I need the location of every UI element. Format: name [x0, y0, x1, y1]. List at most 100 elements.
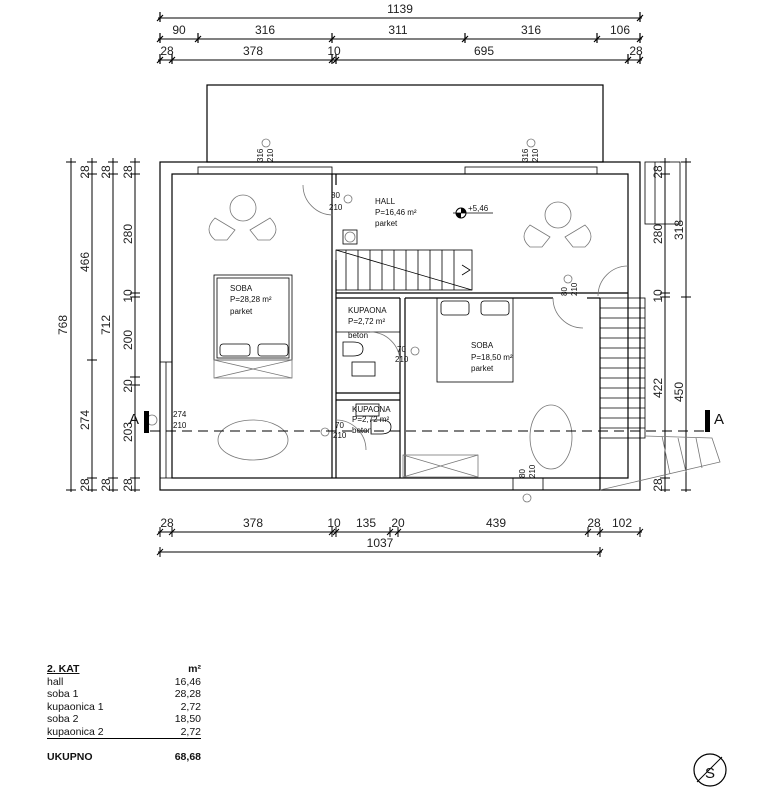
opening-width: 80 [560, 287, 569, 296]
room-floor-kupaona2: beton [352, 426, 372, 435]
opening-width: 80 [518, 469, 527, 478]
room-name-soba2: SOBA [471, 341, 494, 350]
row-value: 2,72 [180, 725, 201, 738]
table-title: 2. KAT [47, 663, 80, 675]
dim-left: 274 [78, 410, 92, 430]
row-value: 2,72 [180, 700, 201, 713]
opening-height: 210 [329, 203, 343, 212]
furniture [146, 138, 629, 503]
bottom-dimensions [156, 527, 644, 557]
dim-left: 466 [78, 252, 92, 272]
room-area-hall: P=16,46 m² [375, 208, 417, 217]
row-value: 18,50 [174, 713, 201, 725]
orientation-letter: S [705, 765, 715, 782]
dim-right: 28 [651, 165, 665, 179]
room-name-soba1: SOBA [230, 284, 253, 293]
left-dimensions [66, 158, 140, 492]
room-area-kupaona1: P=2,72 m² [348, 317, 385, 326]
opening-width: 316 [256, 148, 265, 162]
room-name-kupaona2: KUPAONA [352, 405, 391, 414]
dim-left: 10 [121, 289, 135, 303]
opening-width: 274 [173, 410, 187, 419]
dim-top: 695 [474, 44, 494, 58]
dim-top-total: 1139 [387, 2, 413, 16]
row-name: kupaonica 2 [47, 725, 104, 738]
dim-left: 200 [121, 330, 135, 350]
opening-height: 210 [570, 282, 579, 296]
row-value: 28,28 [174, 688, 201, 700]
dim-top: 90 [172, 23, 186, 37]
table-row: soba 1 28,28 [47, 688, 201, 701]
dim-bottom: 135 [356, 516, 376, 530]
dim-bottom: 28 [587, 516, 601, 530]
opening-height: 210 [266, 148, 275, 162]
room-name-kupaona1: KUPAONA [348, 306, 387, 315]
dim-right: 10 [651, 289, 665, 303]
dim-left: 280 [121, 224, 135, 244]
dim-right: 450 [672, 382, 686, 402]
total-value: 68,68 [174, 751, 201, 763]
dim-top: 316 [255, 23, 275, 37]
table-row: hall 16,46 [47, 676, 201, 689]
dim-top: 311 [388, 23, 407, 37]
row-value: 16,46 [174, 675, 201, 688]
section-marker-left [144, 411, 149, 433]
opening-height: 210 [333, 431, 347, 440]
dim-bottom: 439 [486, 516, 506, 530]
dim-bottom: 20 [391, 516, 405, 530]
dim-left: 20 [121, 379, 135, 393]
orientation-marker: S [693, 753, 727, 787]
row-name: soba 2 [47, 713, 79, 725]
room-floor-soba1: parket [230, 307, 253, 316]
opening-width: 80 [331, 191, 340, 200]
left-dim-labels: 768 28 466 274 28 28 712 28 28 280 10 20… [56, 165, 135, 492]
room-area-kupaona2: P=2,72 m² [352, 415, 389, 424]
area-table: 2. KAT m² hall 16,46 soba 1 28,28 kupaonic… [47, 663, 201, 764]
level-value: +5,46 [468, 204, 489, 213]
opening-height: 210 [395, 355, 409, 364]
room-name-hall: HALL [375, 197, 396, 206]
table-total-row: UKUPNO 68,68 [47, 751, 201, 764]
dim-bottom: 28 [160, 516, 174, 530]
dim-left: 28 [121, 165, 135, 179]
opening-height: 210 [531, 148, 540, 162]
dim-bottom: 102 [612, 516, 632, 530]
opening-height: 210 [528, 464, 537, 478]
opening-width: 316 [521, 148, 530, 162]
walls [159, 161, 641, 491]
opening-labels: 316 210 316 210 80 210 80 210 70 210 70 … [173, 148, 579, 478]
room-labels: HALL P=16,46 m² parket SOBA P=28,28 m² p… [230, 197, 513, 435]
room-area-soba2: P=18,50 m² [471, 353, 513, 362]
dim-top: 28 [629, 44, 643, 58]
table-row: kupaonica 2 2,72 [47, 725, 201, 739]
dim-left: 28 [99, 478, 113, 492]
level-mark: +5,46 [453, 204, 493, 219]
row-name: soba 1 [47, 688, 79, 700]
stair-right [599, 297, 721, 491]
dim-bottom: 10 [327, 516, 341, 530]
opening-height: 210 [173, 421, 187, 430]
dim-bottom: 378 [243, 516, 263, 530]
dim-left: 28 [78, 165, 92, 179]
table-unit: m² [188, 663, 201, 675]
opening-width: 70 [335, 421, 344, 430]
room-floor-kupaona1: beton [348, 331, 368, 340]
right-dimensions [644, 158, 691, 492]
section-label-right: A [714, 411, 724, 428]
dim-left: 712 [99, 315, 113, 335]
stair-hall [335, 249, 473, 291]
right-dim-labels: 28 280 10 422 28 318 450 [651, 165, 686, 492]
room-area-soba1: P=28,28 m² [230, 295, 272, 304]
total-label: UKUPNO [47, 751, 93, 763]
dim-left: 203 [121, 422, 135, 442]
row-name: hall [47, 675, 64, 688]
dim-bottom-total: 1037 [367, 536, 394, 550]
dim-left: 28 [78, 478, 92, 492]
dim-right: 280 [651, 224, 665, 244]
dim-right: 318 [672, 220, 686, 240]
dim-top: 378 [243, 44, 263, 58]
dim-right: 28 [651, 478, 665, 492]
dim-left-total: 768 [56, 315, 70, 335]
dim-top: 28 [160, 44, 174, 58]
